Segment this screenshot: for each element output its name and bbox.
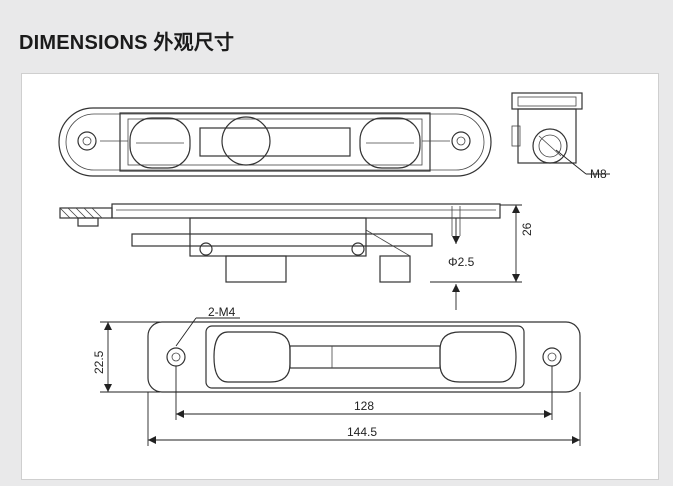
top-mechanism-inner: [127, 118, 423, 166]
end-view-thread-hole: [532, 128, 568, 164]
bottom-right-hole-inner: [547, 352, 557, 362]
side-view-slide: [131, 233, 433, 247]
height-arrow-bottom: [512, 274, 520, 282]
top-center-bar: [199, 127, 351, 157]
top-mechanism-frame: [119, 112, 431, 172]
width-arrow-bottom: [104, 384, 112, 392]
end-view-hatch: [538, 135, 562, 157]
bottom-view-recess: [205, 325, 525, 389]
top-right-hole: [451, 131, 471, 151]
width-label: 22.5: [92, 350, 106, 374]
end-view-cap-inner: [517, 96, 577, 107]
page-title: DIMENSIONS 外观尺寸: [19, 32, 235, 54]
spacing-arrow-right: [544, 410, 552, 418]
bottom-center-rod: [289, 345, 441, 369]
side-view-housing: [189, 217, 367, 257]
top-left-hole: [77, 131, 97, 151]
overall-length-label: 144.5: [347, 425, 377, 439]
overall-length-dimension: 144.5: [147, 392, 581, 446]
end-view: M8: [511, 92, 610, 181]
side-view-plate: [111, 203, 501, 219]
hole-spacing-dimension: 128: [175, 366, 553, 420]
width-arrow-top: [104, 322, 112, 330]
bottom-left-hole-inner: [171, 352, 181, 362]
side-view-latch-block: [225, 255, 287, 283]
bottom-view: 2-M4: [147, 305, 581, 393]
hole-dia-arrowhead-top: [452, 236, 460, 244]
top-left-roller: [129, 117, 191, 169]
side-view-right-pivot: [351, 242, 365, 256]
holes-label: 2-M4: [208, 305, 236, 319]
side-view: [59, 203, 501, 283]
thread-leader-line: [555, 149, 587, 175]
top-view-inner-outline: [65, 113, 485, 171]
end-view-body: [517, 108, 577, 164]
height-label: 26: [520, 222, 534, 236]
width-dimension: 22.5: [92, 321, 160, 393]
height-arrow-top: [512, 205, 520, 213]
hole-spacing-label: 128: [354, 399, 374, 413]
length-arrow-right: [572, 436, 580, 444]
end-view-thread-inner: [538, 134, 562, 158]
hole-dia-label: Φ2.5: [448, 255, 475, 269]
side-view-bolt-tip: [379, 255, 411, 283]
top-view: [58, 107, 492, 177]
bottom-right-hole: [542, 347, 562, 367]
side-view-bolt-edge: [365, 229, 411, 257]
side-view-left-pivot: [199, 242, 213, 256]
spacing-arrow-left: [176, 410, 184, 418]
top-left-hole-inner: [82, 136, 92, 146]
thread-label: M8: [590, 167, 607, 181]
holes-leader-line: [175, 317, 197, 347]
top-view-outline: [58, 107, 492, 177]
hole-dia-dimension: Φ2.5: [430, 218, 496, 310]
top-right-roller: [359, 117, 421, 169]
bottom-left-hole: [166, 347, 186, 367]
height-dimension: 26: [430, 204, 534, 283]
end-view-cap: [511, 92, 583, 110]
bottom-left-cam: [213, 331, 291, 383]
bottom-right-cam: [439, 331, 517, 383]
length-arrow-left: [148, 436, 156, 444]
bottom-view-outline: [147, 321, 581, 393]
side-view-screw-shank: [77, 217, 99, 227]
end-view-side-tab: [511, 125, 521, 147]
hole-dia-arrowhead-bottom: [452, 284, 460, 292]
top-right-hole-inner: [456, 136, 466, 146]
side-view-hatch: [59, 207, 103, 219]
top-center-knob: [221, 116, 271, 166]
